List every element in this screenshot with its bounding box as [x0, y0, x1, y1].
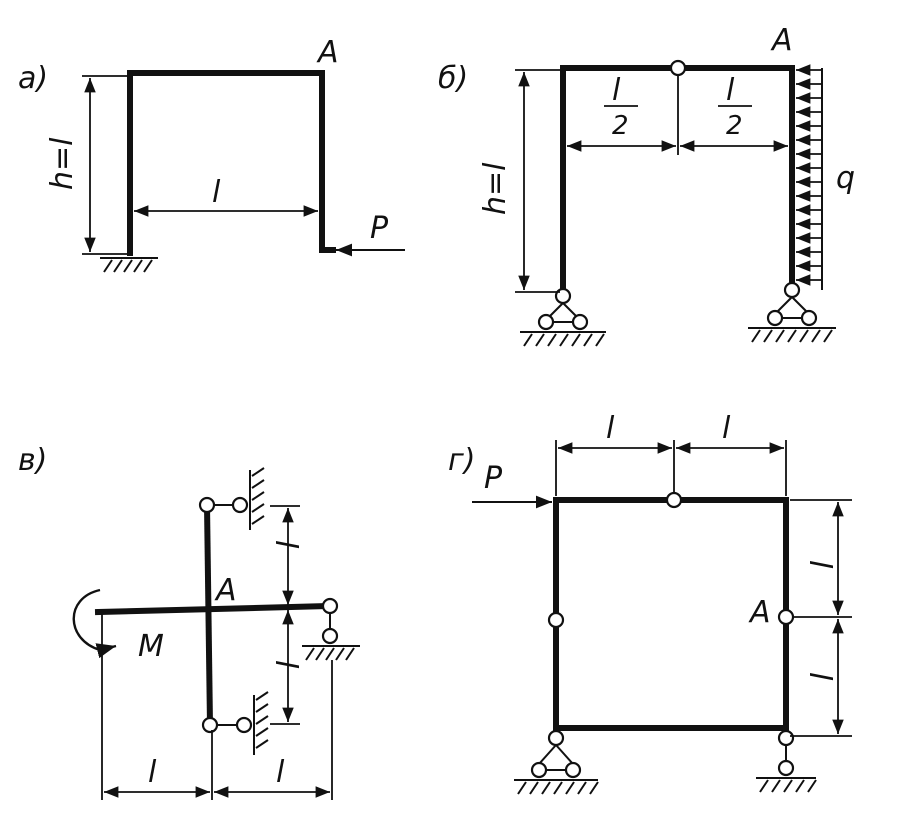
load-label-b: q [836, 161, 855, 196]
pin-support-right-b [748, 281, 836, 343]
link-support-top-v [198, 467, 265, 530]
hinge-left-g [547, 611, 565, 629]
top-dimensions-g: l l [555, 411, 787, 496]
panel-a: а) h=l l A P [18, 35, 405, 273]
panel-g-label: г) [448, 443, 475, 478]
span-label-a: l [212, 175, 221, 210]
panel-b-label: б) [438, 61, 468, 96]
point-a-label-a: A [316, 35, 339, 70]
half-span-num-left-b: l [612, 73, 621, 108]
height-label-a: h=l [45, 137, 80, 190]
vertical-dimensions-v: l l [268, 505, 303, 725]
panel-v-label: в) [18, 443, 47, 478]
dim-left-label-v: l [148, 755, 157, 790]
dim-top-right-label-g: l [722, 411, 731, 446]
horizontal-member-v [94, 602, 334, 616]
dim-right-upper-label-g: l [802, 560, 837, 569]
panel-b: б) [438, 23, 855, 347]
distributed-load-b: q [796, 64, 855, 290]
half-span-dimension-b: l 2 l 2 [567, 73, 788, 155]
dim-top-left-label-g: l [606, 411, 615, 446]
hinge-top-g [665, 491, 683, 509]
moment-v: M [72, 588, 164, 664]
height-label-b: h=l [478, 162, 513, 215]
half-span-num-right-b: l [726, 73, 735, 108]
hinge-right-g [777, 608, 795, 626]
span-dimension-a: l [134, 175, 318, 217]
roller-support-right-v [302, 597, 360, 661]
force-label-a: P [370, 211, 389, 246]
dim-right-label-v: l [276, 755, 285, 790]
moment-label-v: M [138, 629, 164, 664]
point-a-label-v: A [214, 573, 237, 608]
half-span-den-left-b: 2 [612, 111, 629, 141]
fixed-support-a [100, 257, 158, 273]
dim-lower-label-v: l [268, 660, 303, 669]
right-dimensions-g: l l [790, 499, 852, 737]
horizontal-dimensions-v: l l [101, 614, 333, 800]
half-span-den-right-b: 2 [726, 111, 743, 141]
force-label-g: P [484, 461, 503, 496]
roller-support-right-g [756, 729, 817, 793]
pin-support-left-b [520, 287, 606, 347]
pin-support-left-g [514, 729, 599, 795]
height-dimension-b: h=l [478, 69, 560, 293]
panel-g: г) [448, 411, 852, 795]
frame-a [127, 70, 336, 256]
link-support-bottom-v [201, 691, 269, 755]
vertical-member-v [203, 501, 214, 729]
panel-a-label: а) [18, 61, 48, 96]
height-dimension-a: h=l [45, 75, 128, 255]
hinge-top-b [669, 59, 687, 77]
panel-v: в) [18, 443, 360, 800]
point-a-label-b: A [770, 23, 793, 58]
dim-upper-label-v: l [268, 540, 303, 549]
dim-right-lower-label-g: l [802, 672, 837, 681]
point-a-label-g: A [748, 595, 771, 630]
